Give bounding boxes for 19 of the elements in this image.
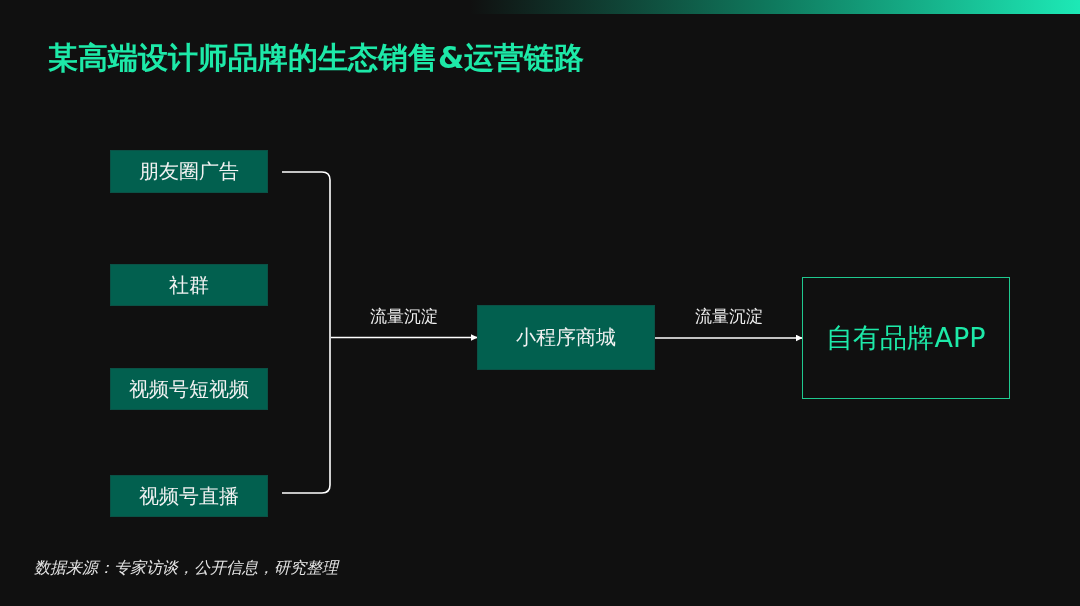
node-label: 自有品牌APP [826,321,986,355]
target-box [802,277,1010,399]
arrow [330,334,478,341]
node-label: 视频号短视频 [129,375,249,403]
title: 某高端设计师品牌的生态销售&运营链路 [48,39,585,77]
source-note: 数据来源：专家访谈，公开信息，研究整理 [34,558,338,579]
node-label: 视频号直播 [139,482,239,510]
process-box [110,264,268,306]
process-box [110,150,268,193]
process-box [477,305,655,370]
process-box [110,475,268,517]
edge-label: 流量沉淀 [370,304,438,328]
edge-label: 流量沉淀 [694,305,763,328]
node-label: 朋友圈广告 [139,158,239,185]
arrow [654,334,803,342]
node-label: 小程序商城 [516,324,616,351]
process-box [110,368,268,410]
bracket [281,171,331,494]
node-label: 社群 [169,271,209,299]
